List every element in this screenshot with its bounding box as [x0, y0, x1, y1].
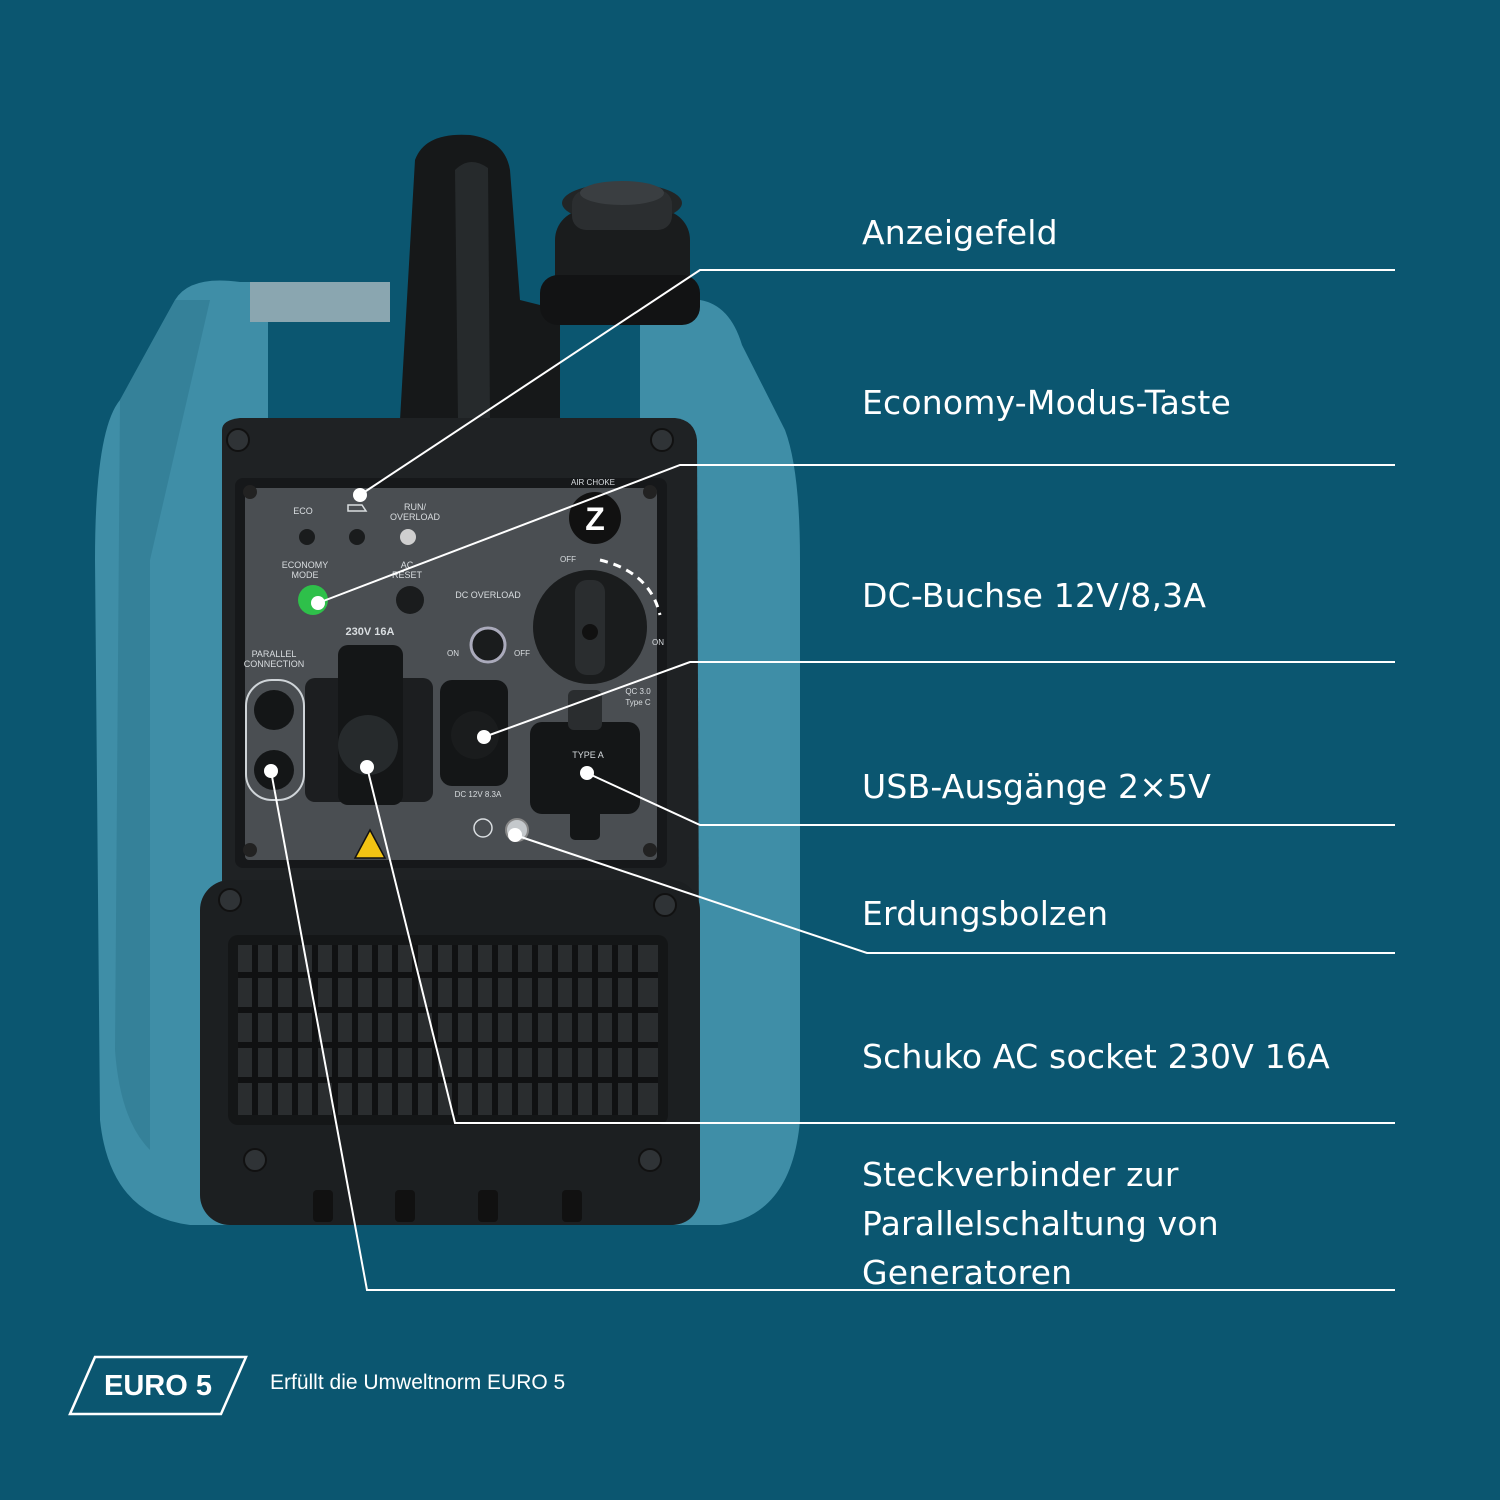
run-overload-label: RUN/: [404, 502, 426, 512]
ac-reset-label: AC: [401, 560, 414, 570]
oil-icon: [347, 504, 368, 512]
control-panel: ECO RUN/ OVERLOAD ECONOMY MODE AC RESET …: [235, 478, 667, 868]
dc-on-label: ON: [447, 649, 459, 658]
ac-reset-label-2: RESET: [392, 570, 423, 580]
choke-z-icon: Z: [585, 501, 605, 537]
qc-label: QC 3.0: [625, 687, 651, 696]
callout-schuko: Schuko AC socket 230V 16A: [862, 1037, 1330, 1076]
dc-off-label: OFF: [514, 649, 530, 658]
warning-icon: [353, 828, 387, 859]
callout-economy-mode: Economy-Modus-Taste: [862, 383, 1232, 422]
dc-rating-label: DC 12V 8.3A: [455, 790, 502, 799]
fuel-cap: [540, 181, 700, 325]
euro-badge-text: EURO 5: [104, 1369, 212, 1402]
air-choke-knob[interactable]: [569, 492, 621, 544]
parallel-connection-frame: [245, 679, 305, 801]
parallel-label-2: CONNECTION: [244, 659, 305, 669]
eco-label: ECO: [293, 506, 313, 516]
euro-badge-frame: [68, 1355, 248, 1416]
callout-parallel-line1: Steckverbinder zur: [862, 1155, 1179, 1194]
callout-lines: [270, 269, 1395, 1291]
callout-usb: USB-Ausgänge 2×5V: [862, 767, 1212, 806]
usb-type-label: TYPE A: [572, 750, 604, 760]
parallel-label: PARALLEL: [252, 649, 297, 659]
run-led: [400, 529, 416, 545]
switch-off-label: OFF: [560, 555, 576, 564]
switch-on-label: ON: [652, 638, 664, 647]
run-overload-label-2: OVERLOAD: [390, 512, 441, 522]
callout-parallel-line3: Generatoren: [862, 1253, 1073, 1292]
socket-rating-label: 230V 16A: [346, 626, 395, 638]
eco-led: [299, 529, 315, 545]
parallel-port-upper[interactable]: [254, 690, 294, 730]
callout-anzeigefeld: Anzeigefeld: [862, 213, 1058, 252]
euro-note: Erfüllt die Umweltnorm EURO 5: [270, 1371, 566, 1394]
air-choke-label: AIR CHOKE: [571, 478, 615, 487]
callout-dots: [264, 488, 594, 842]
ac-reset-button[interactable]: [396, 586, 424, 614]
dc-overload-label: DC OVERLOAD: [455, 590, 521, 600]
economy-mode-label-2: MODE: [292, 570, 319, 580]
oil-led: [349, 529, 365, 545]
ground-symbol-icon: [473, 818, 493, 838]
euro-badge: EURO 5: [70, 1356, 246, 1416]
callout-parallel-line2: Parallelschaltung von: [862, 1204, 1219, 1243]
qc-label-2: Type C: [625, 698, 651, 707]
callout-grounding: Erdungsbolzen: [862, 894, 1109, 933]
economy-mode-label: ECONOMY: [282, 560, 329, 570]
callout-dc-socket: DC-Buchse 12V/8,3A: [862, 576, 1207, 615]
dc-socket[interactable]: [451, 711, 499, 759]
dc-overload-button[interactable]: [469, 626, 507, 664]
